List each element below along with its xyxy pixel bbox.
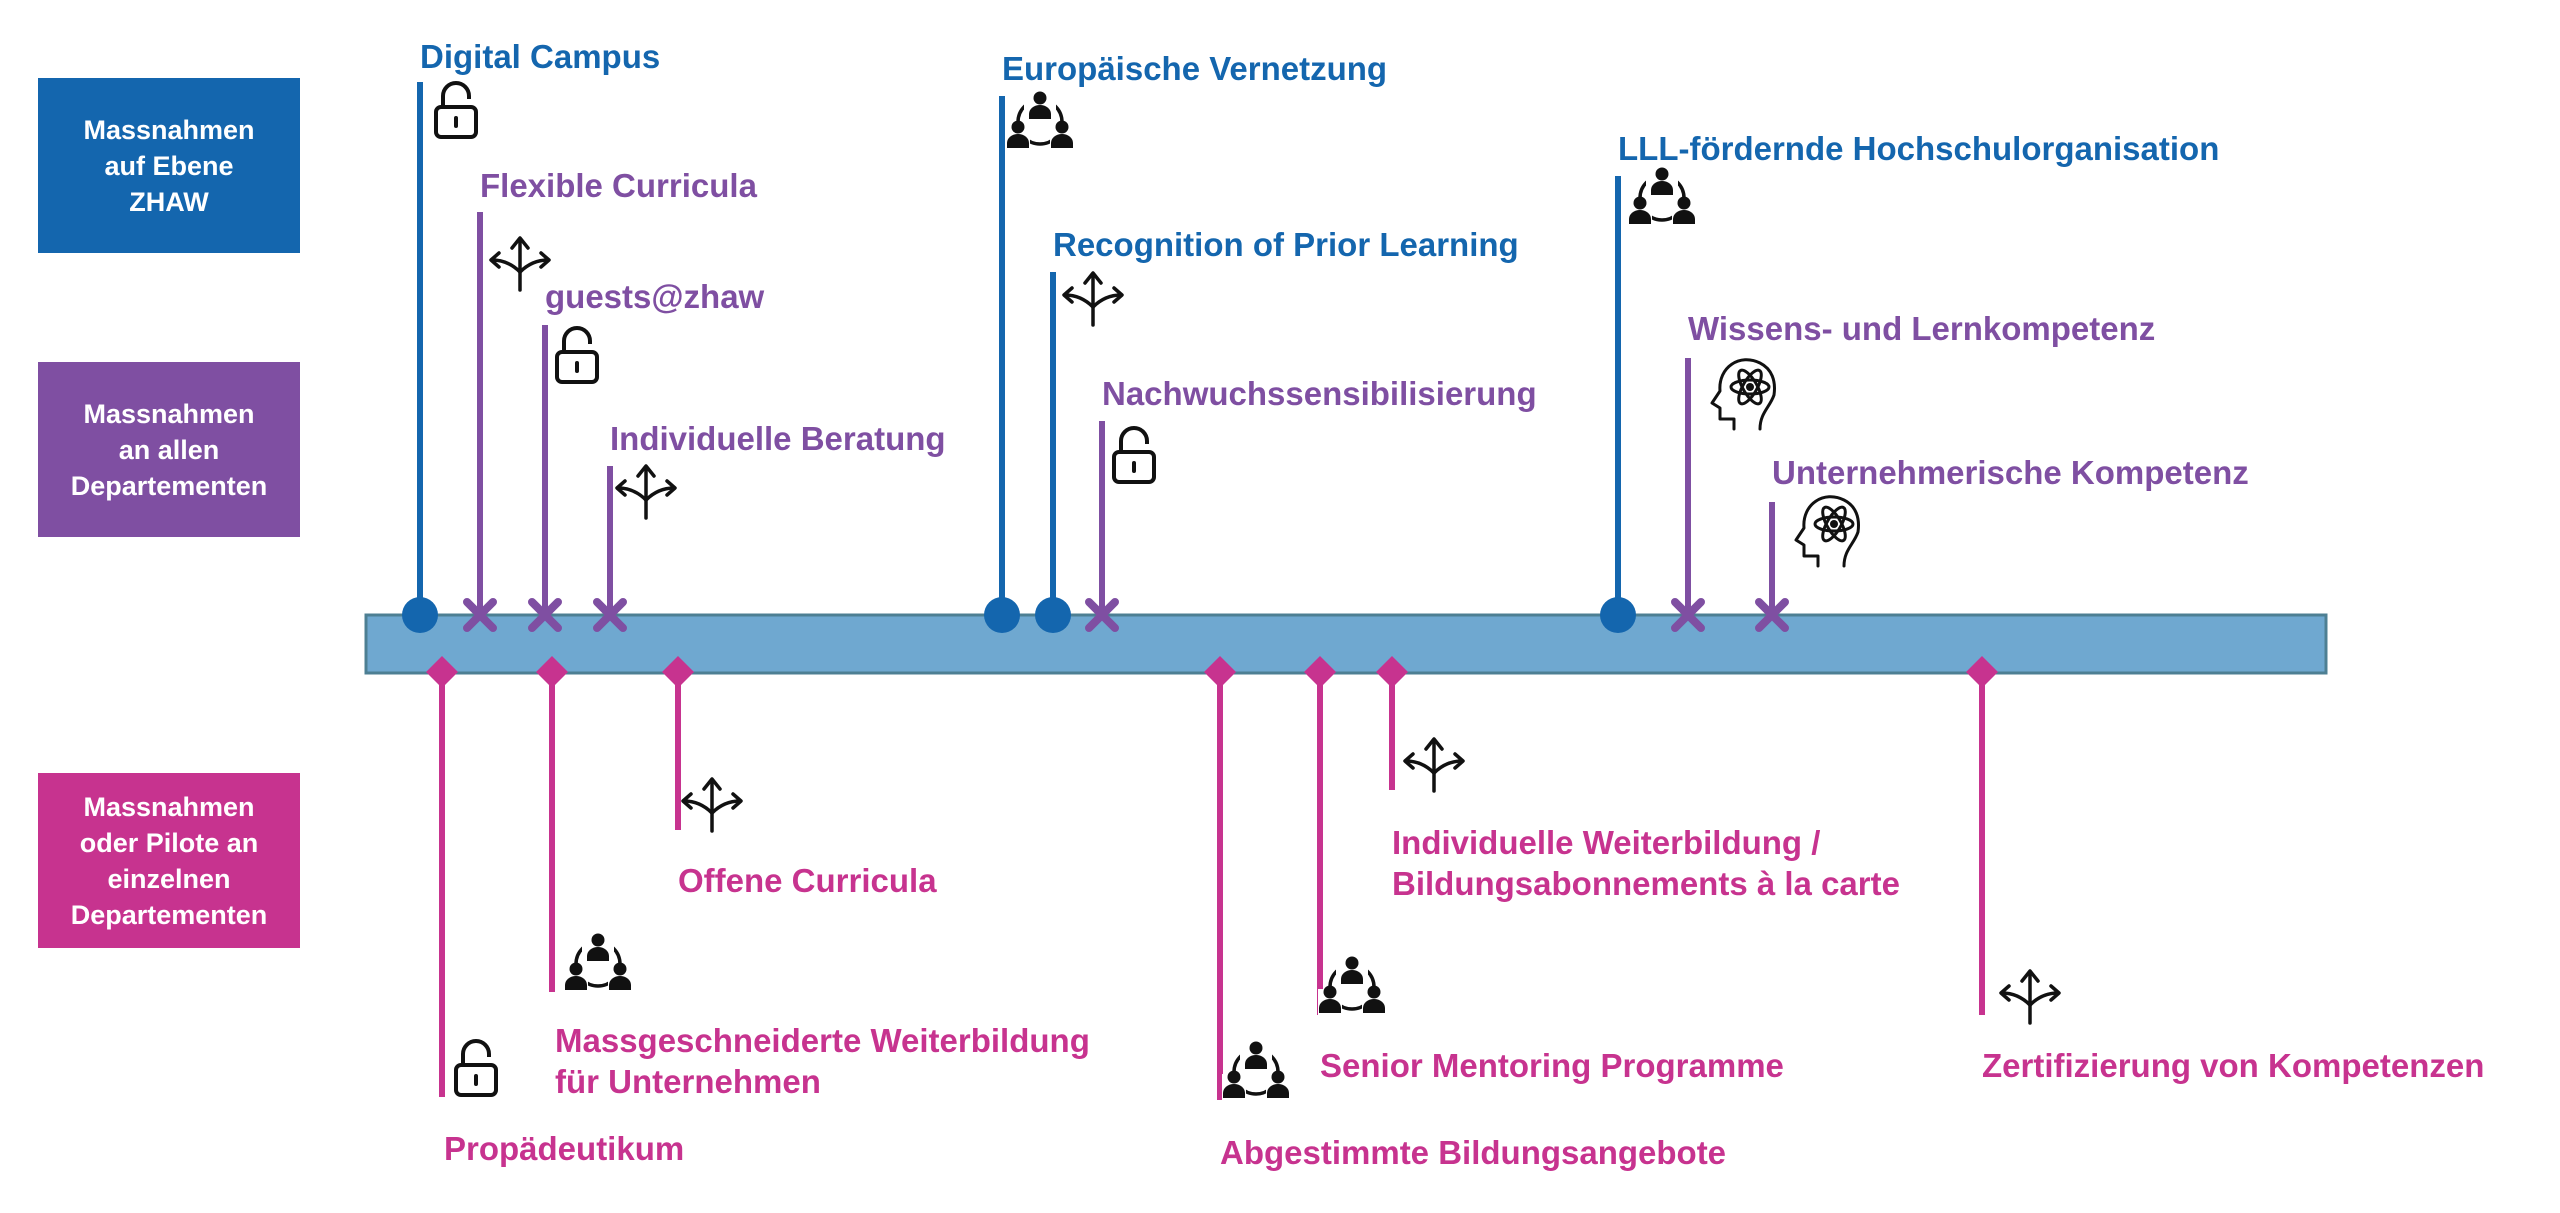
marker-diamond	[1204, 656, 1236, 688]
label-line: Europäische Vernetzung	[1002, 50, 1387, 87]
label-line: Massgeschneiderte Weiterbildung	[555, 1022, 1090, 1059]
marker-dot	[984, 597, 1020, 633]
label-line: Individuelle Beratung	[610, 420, 946, 457]
lock-icon	[1112, 426, 1156, 484]
legend-line: Massnahmen	[83, 114, 255, 145]
marker-dot	[402, 597, 438, 633]
marker-diamond	[662, 656, 694, 688]
legend-line: auf Ebene	[104, 150, 234, 181]
label-offene-curricula: Offene Curricula	[678, 862, 937, 899]
label-propaedeutikum: Propädeutikum	[444, 1130, 684, 1167]
network-people-icon	[1628, 167, 1696, 226]
label-line: Bildungsabonnements à la carte	[1392, 865, 1900, 902]
label-line: Abgestimmte Bildungsangebote	[1220, 1134, 1726, 1171]
label-nachwuchssensibilisierung: Nachwuchssensibilisierung	[1102, 375, 1537, 412]
lock-icon	[434, 81, 478, 139]
label-guests-zhaw: guests@zhaw	[545, 278, 765, 315]
label-zertifizierung-kompetenzen: Zertifizierung von Kompetenzen	[1982, 1047, 2484, 1084]
marker-dot	[1600, 597, 1636, 633]
label-line: LLL-fördernde Hochschulorganisation	[1618, 130, 2219, 167]
split-arrows-icon	[489, 236, 551, 292]
label-abgestimmte-bildungsangebote: Abgestimmte Bildungsangebote	[1220, 1134, 1726, 1171]
label-line: Unternehmerische Kompetenz	[1772, 454, 2249, 491]
marker-cross	[1671, 598, 1705, 632]
label-line: guests@zhaw	[545, 278, 765, 315]
label-recognition-prior-learning: Recognition of Prior Learning	[1053, 226, 1519, 263]
lock-icon	[454, 1039, 498, 1097]
label-line: Individuelle Weiterbildung /	[1392, 824, 1820, 861]
split-arrows-icon	[681, 777, 743, 833]
split-arrows-icon	[1062, 271, 1124, 327]
label-line: Senior Mentoring Programme	[1320, 1047, 1784, 1084]
label-line: Flexible Curricula	[480, 167, 758, 204]
network-people-icon	[1222, 1041, 1290, 1100]
label-line: Zertifizierung von Kompetenzen	[1982, 1047, 2484, 1084]
lock-icon	[555, 326, 599, 384]
legend-line: Massnahmen	[83, 398, 255, 429]
label-unternehmerische-kompetenz: Unternehmerische Kompetenz	[1772, 454, 2249, 491]
label-line: für Unternehmen	[555, 1063, 821, 1100]
marker-cross	[593, 598, 627, 632]
label-line: Recognition of Prior Learning	[1053, 226, 1519, 263]
marker-cross	[1085, 598, 1119, 632]
label-massgeschneiderte-weiterbildung: Massgeschneiderte Weiterbildung für Unter…	[555, 1022, 1090, 1100]
marker-dot	[1035, 597, 1071, 633]
label-senior-mentoring: Senior Mentoring Programme	[1320, 1047, 1784, 1084]
network-people-icon	[564, 933, 632, 992]
label-line: Propädeutikum	[444, 1130, 684, 1167]
label-individuelle-beratung: Individuelle Beratung	[610, 420, 946, 457]
marker-diamond	[1376, 656, 1408, 688]
legend-line: einzelnen	[107, 863, 231, 894]
legend-line: Departementen	[70, 899, 268, 930]
legend-line: Departementen	[70, 470, 268, 501]
timeline-bar	[364, 613, 2328, 675]
marker-diamond	[426, 656, 458, 688]
marker-cross	[463, 598, 497, 632]
marker-cross	[1755, 598, 1789, 632]
label-digital-campus: Digital Campus	[420, 38, 660, 75]
label-line: Digital Campus	[420, 38, 660, 75]
split-arrows-icon	[1999, 969, 2061, 1025]
label-wissens-lernkompetenz: Wissens- und Lernkompetenz	[1688, 310, 2155, 347]
network-people-icon	[1006, 91, 1074, 150]
marker-diamond	[536, 656, 568, 688]
label-individuelle-weiterbildung: Individuelle Weiterbildung / Bildungsabon…	[1392, 824, 1900, 902]
legend-line: ZHAW	[129, 186, 209, 217]
head-atom-icon	[1794, 495, 1860, 568]
label-line: Wissens- und Lernkompetenz	[1688, 310, 2155, 347]
legend-line: Massnahmen	[83, 791, 255, 822]
label-europaeische-vernetzung: Europäische Vernetzung	[1002, 50, 1387, 87]
split-arrows-icon	[615, 464, 677, 520]
marker-cross	[528, 598, 562, 632]
legend-line: an allen	[118, 434, 220, 465]
head-atom-icon	[1710, 358, 1776, 431]
network-people-icon	[1318, 956, 1386, 1015]
label-flexible-curricula: Flexible Curricula	[480, 167, 758, 204]
marker-diamond	[1966, 656, 1998, 688]
label-lll-hochschulorganisation: LLL-fördernde Hochschulorganisation	[1618, 130, 2219, 167]
label-line: Nachwuchssensibilisierung	[1102, 375, 1537, 412]
marker-diamond	[1304, 656, 1336, 688]
split-arrows-icon	[1403, 737, 1465, 793]
label-line: Offene Curricula	[678, 862, 937, 899]
legend-line: oder Pilote an	[79, 827, 259, 858]
